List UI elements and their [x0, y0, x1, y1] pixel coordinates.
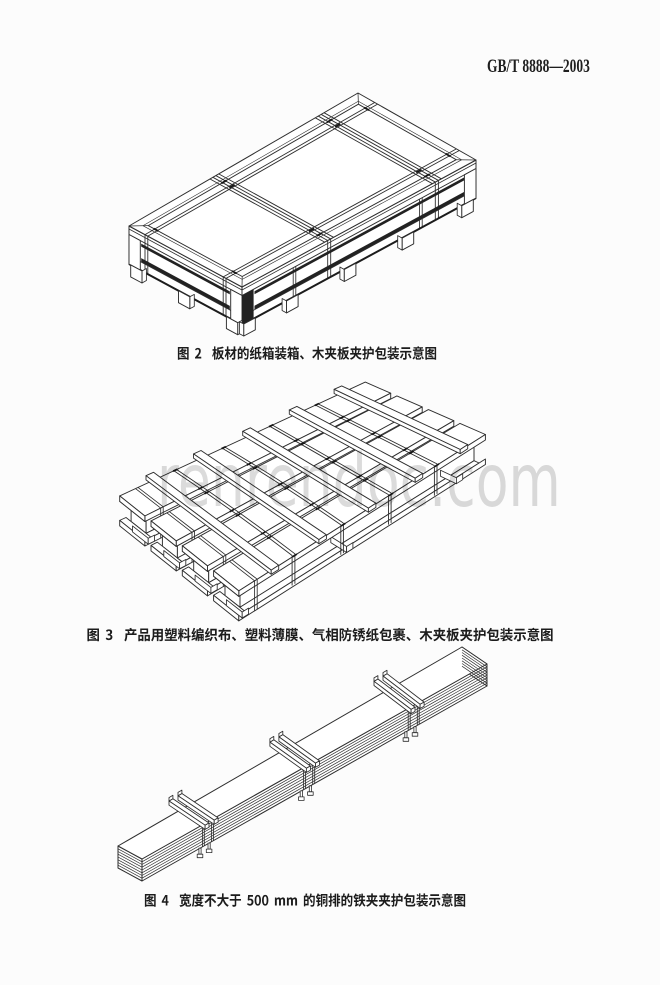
figure-3-illustration — [119, 381, 486, 622]
watermark: renrendoc.com — [157, 439, 561, 524]
doc-code: GB/T 8888—2003 — [487, 56, 590, 77]
figure-4-caption: 图 4 宽度不大于 500 mm 的铜排的铁夹夹护包装示意图 — [144, 892, 486, 912]
figure-4-illustration — [117, 646, 488, 882]
figure-2-illustration — [128, 92, 477, 337]
figure-2-caption: 图 2 板材的纸箱装箱、木夹板夹护包装示意图 — [177, 345, 459, 365]
figure-3-caption: 图 3 产品用塑料编织布、塑料薄膜、气相防锈纸包裹、木夹板夹护包装示意图 — [86, 626, 564, 646]
